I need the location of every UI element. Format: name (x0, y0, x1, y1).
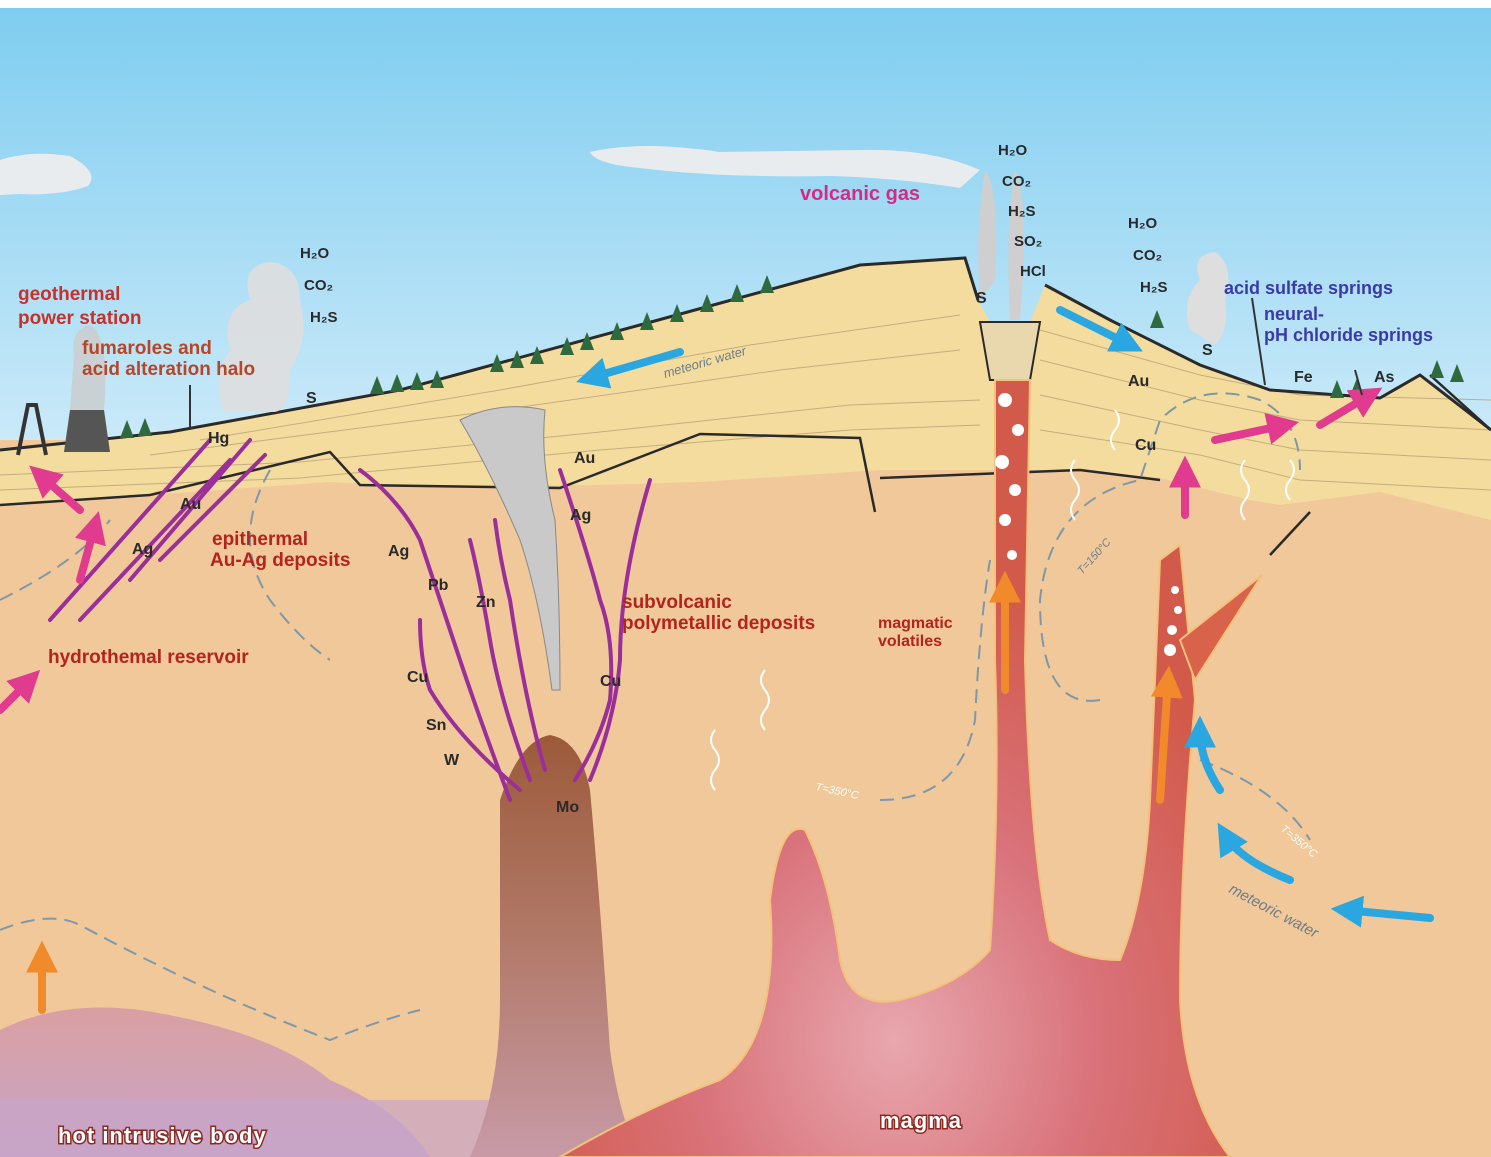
label-epithermal-1: epithermal (212, 529, 308, 550)
el-s-left: S (306, 390, 317, 407)
label-magmatic-1: magmatic (878, 615, 953, 632)
gas-volcano-so2: SO₂ (1014, 233, 1042, 250)
gas-volcano-h2s: H₂S (1008, 203, 1036, 220)
el-pb: Pb (428, 577, 449, 594)
label-magmatic-2: volatiles (878, 633, 942, 650)
gas-volcano-co2: CO₂ (1002, 173, 1031, 190)
el-au-mid: Au (574, 450, 595, 467)
gas-fumarole-h2s: H₂S (310, 309, 338, 326)
label-fumaroles-1: fumaroles and (82, 338, 212, 359)
el-s-right: S (1202, 342, 1213, 359)
el-cu-mid2: Cu (600, 673, 621, 690)
el-ag-left2: Ag (388, 543, 409, 560)
el-mo: Mo (556, 799, 579, 816)
label-subvolcanic-2: polymetallic deposits (622, 613, 815, 634)
el-s-crater: S (976, 290, 987, 307)
label-fumaroles-2: acid alteration halo (82, 359, 255, 380)
el-au-left: Au (180, 496, 201, 513)
gas-fumarole-h2o: H₂O (300, 245, 329, 262)
el-cu-right: Cu (1135, 437, 1156, 454)
label-hydrothermal-reservoir: hydrothemal reservoir (48, 647, 249, 668)
el-fe: Fe (1294, 369, 1313, 386)
gas-vent-co2: CO₂ (1133, 247, 1162, 264)
el-sn: Sn (426, 717, 446, 734)
label-acid-sulfate: acid sulfate springs (1224, 278, 1393, 298)
label-epithermal-2: Au-Ag deposits (210, 550, 350, 571)
label-magma: magma (880, 1108, 962, 1133)
el-as: As (1374, 369, 1395, 386)
crater-breccia (980, 322, 1040, 380)
gas-vent-h2s: H₂S (1140, 279, 1168, 296)
label-geothermal-2: power station (18, 308, 142, 329)
el-ag-left1: Ag (132, 541, 153, 558)
label-neutral-1: neural- (1264, 304, 1324, 324)
gas-volcano-hcl: HCl (1020, 263, 1046, 280)
el-ag-mid: Ag (570, 507, 591, 524)
el-w: W (444, 752, 460, 769)
el-hg: Hg (208, 430, 229, 447)
label-neutral-2: pH chloride springs (1264, 325, 1433, 345)
el-zn: Zn (476, 594, 496, 611)
label-subvolcanic-1: subvolcanic (622, 592, 732, 613)
gas-fumarole-co2: CO₂ (304, 277, 333, 294)
label-hot-intrusive-body: hot intrusive body (58, 1123, 267, 1148)
gas-vent-h2o: H₂O (1128, 215, 1157, 232)
el-cu-mid: Cu (407, 669, 428, 686)
el-au-right: Au (1128, 373, 1149, 390)
label-geothermal-1: geothermal (18, 284, 120, 305)
gas-volcano-h2o: H₂O (998, 142, 1027, 159)
label-volcanic-gas: volcanic gas (800, 183, 920, 205)
